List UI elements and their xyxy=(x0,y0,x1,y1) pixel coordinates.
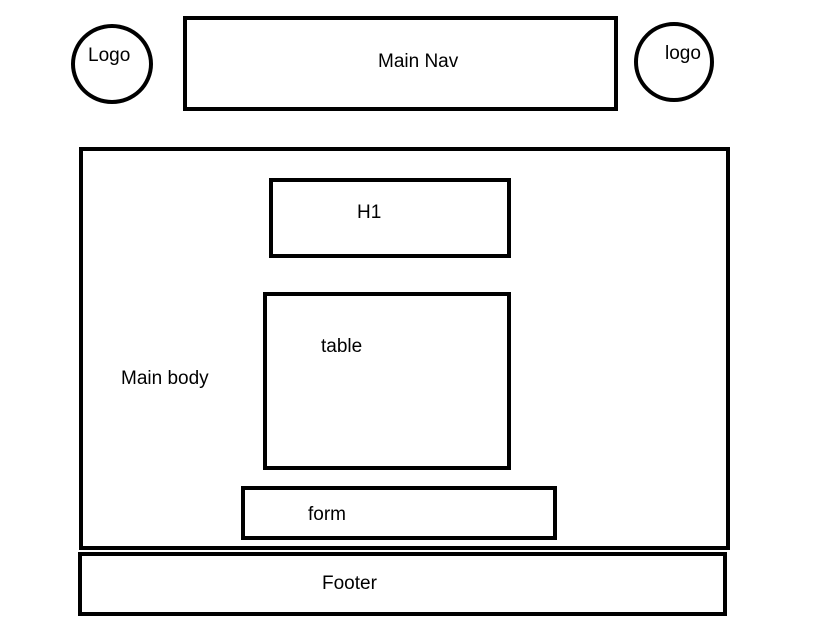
footer-label: Footer xyxy=(322,573,377,594)
main-nav-label: Main Nav xyxy=(378,51,459,72)
logo-left-label: Logo xyxy=(88,45,131,66)
form-box xyxy=(241,486,557,540)
main-body-box xyxy=(79,147,730,550)
logo-right-circle xyxy=(634,22,714,102)
table-label: table xyxy=(321,336,363,357)
main-nav-box xyxy=(183,16,618,111)
h1-label: H1 xyxy=(357,202,382,223)
logo-left-circle xyxy=(71,24,153,104)
h1-box xyxy=(269,178,511,258)
main-body-label: Main body xyxy=(121,368,209,389)
footer-box xyxy=(78,552,727,616)
logo-right-label: logo xyxy=(665,43,701,64)
table-box xyxy=(263,292,511,470)
form-label: form xyxy=(308,504,346,525)
